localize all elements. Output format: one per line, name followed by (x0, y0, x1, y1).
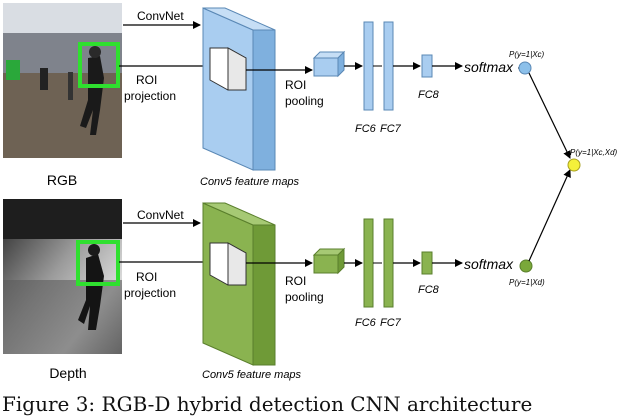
depth-feature-maps-label: Conv5 feature maps (202, 369, 302, 381)
depth-fc7-label: FC7 (380, 317, 402, 329)
rgb-image (3, 3, 122, 158)
depth-roi-box (76, 240, 120, 286)
rgb-roi-pooling-label-2: pooling (285, 94, 324, 108)
figure-caption: Figure 3: RGB-D hybrid detection CNN arc… (2, 392, 533, 416)
depth-image-label: Depth (49, 365, 86, 381)
depth-fc6-label: FC6 (355, 317, 377, 329)
depth-fc6-layer (363, 218, 374, 308)
rgb-convnet-label: ConvNet (137, 9, 184, 23)
rgb-feature-maps-label: Conv5 feature maps (200, 176, 300, 188)
depth-conv5-block (202, 202, 276, 366)
rgb-image-label: RGB (47, 172, 77, 188)
rgb-roi-box (78, 42, 120, 88)
fusion-probability-label: P(y=1|Xc,Xd) (570, 148, 618, 157)
rgb-fc7-layer (383, 21, 394, 111)
rgb-roi-pooled-cube (312, 50, 346, 78)
depth-softmax-label: softmax (464, 256, 514, 272)
rgb-fc6-layer (363, 21, 374, 111)
fusion: P(y=1|Xc,Xd) (528, 72, 618, 262)
depth-fc8-label: FC8 (418, 284, 440, 296)
depth-fc7-layer (383, 218, 394, 308)
rgb-fc8-layer (421, 54, 433, 78)
rgb-softmax-label: softmax (464, 59, 514, 75)
depth-probability-node (519, 259, 533, 273)
rgb-conv5-block (202, 7, 276, 171)
rgb-fc7-label: FC7 (380, 123, 402, 135)
rgb-roi-projection-label-1: ROI (136, 73, 157, 87)
depth-roi-pooling-label-1: ROI (285, 274, 306, 288)
depth-roi-pooled-cube (312, 247, 346, 275)
depth-probability-label: P(y=1|Xd) (509, 278, 545, 287)
rgb-probability-node (518, 61, 532, 75)
depth-roi-pooling-label-2: pooling (285, 290, 324, 304)
depth-roi-projection-label-1: ROI (136, 270, 157, 284)
fusion-probability-node (567, 158, 581, 172)
depth-image (3, 199, 122, 354)
rgb-fc8-label: FC8 (418, 89, 440, 101)
rgb-roi-pooling-label-1: ROI (285, 78, 306, 92)
depth-fc8-layer (421, 251, 433, 275)
rgb-roi-projection-label-2: projection (124, 89, 176, 103)
depth-convnet-label: ConvNet (137, 208, 184, 222)
depth-roi-projection-label-2: projection (124, 286, 176, 300)
depth-stream: Depth ConvNet ROI projection Conv5 featu… (3, 199, 545, 381)
rgb-fc6-label: FC6 (355, 123, 377, 135)
rgb-probability-label: P(y=1|Xc) (509, 50, 545, 59)
rgb-stream: RGB ConvNet ROI projection Conv5 feature… (3, 3, 545, 188)
